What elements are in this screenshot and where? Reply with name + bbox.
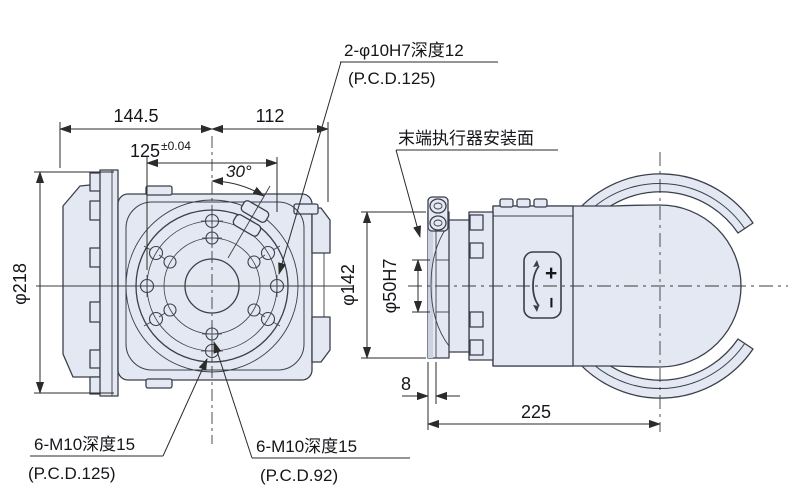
block-bolt-1 (499, 198, 514, 208)
rotation-minus-symbol: − (540, 297, 561, 308)
dimension-text: 2-φ10H7深度12 (P.C.D.125) 144.5 112 125 ±0… (10, 41, 551, 485)
right-stop-upper (311, 207, 331, 254)
dim-125: 125 (130, 141, 160, 161)
block-bolt-2 (516, 198, 531, 208)
leader-lines (30, 61, 558, 459)
dimension-lines (34, 122, 661, 430)
callout-dowel-line2: (P.C.D.125) (348, 69, 436, 88)
dim-112: 112 (256, 106, 285, 126)
dim-8: 8 (401, 374, 411, 394)
dim-144: 144.5 (113, 106, 158, 126)
rotation-plus-symbol: + (545, 262, 557, 285)
dim-125-tolerance: ±0.04 (161, 139, 191, 153)
right-stop-lower (311, 316, 331, 363)
callout-bolts-outer-line2: (P.C.D.125) (28, 464, 116, 483)
upper-horn-edge (593, 183, 746, 230)
side-view-centerlines (408, 152, 788, 432)
callout-mount-face: 末端执行器安装面 (398, 129, 534, 148)
dim-phi218: φ218 (10, 263, 30, 305)
callout-bolts-outer-line1: 6-M10深度15 (34, 435, 135, 454)
bolt-tab-top (145, 185, 173, 196)
leader-dowel (278, 61, 342, 275)
block-bolt-3 (533, 198, 548, 208)
callout-bolts-inner-line1: 6-M10深度15 (256, 437, 357, 456)
wrist-fork-horns (571, 173, 754, 399)
rotation-indicator (523, 251, 562, 319)
leader-bolts-inner (213, 341, 253, 459)
upper-horn (571, 173, 754, 234)
mounting-plate (89, 169, 119, 397)
flange-bolts (427, 196, 449, 232)
leader-mount-face (395, 149, 421, 238)
dim-phi142: φ142 (338, 264, 358, 306)
dim-225: 225 (521, 402, 551, 422)
callout-bolts-inner-line2: (P.C.D.92) (260, 466, 338, 485)
leader-bolts-outer (162, 358, 208, 457)
lower-horn-edge (593, 342, 746, 389)
front-view (62, 169, 331, 397)
bolt-tab-top-right (293, 203, 319, 215)
dim-30deg: 30° (226, 162, 252, 181)
ring-bolt-heads (469, 214, 484, 356)
output-flange (427, 211, 450, 359)
bolt-tab-bottom (145, 378, 173, 389)
callout-dowel-line1: 2-φ10H7深度12 (344, 41, 464, 60)
key-angle-line (227, 185, 271, 259)
rotation-arrow (532, 265, 540, 307)
dim-30deg-arc (211, 177, 265, 197)
lower-horn (571, 338, 754, 399)
dim-phi50h7: φ50H7 (380, 259, 400, 314)
pcd125-tapped-holes (143, 245, 281, 327)
